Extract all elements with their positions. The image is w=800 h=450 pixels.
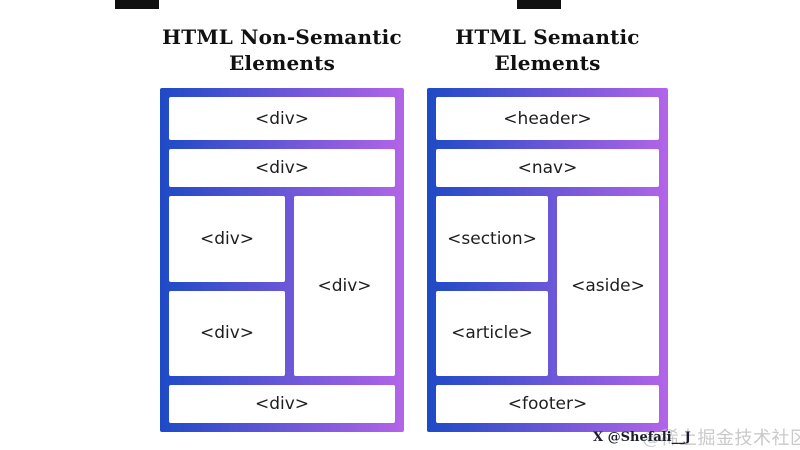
non-semantic-title-line1: HTML Non-Semantic — [162, 25, 402, 49]
semantic-box-header: <header> — [436, 97, 659, 140]
non-semantic-title-line2: Elements — [228, 51, 336, 75]
semantic-left-column: <section> <article> — [436, 196, 548, 376]
non-semantic-title: HTML Non-Semantic Elements — [160, 24, 404, 76]
author-credit: X @Shefali__J — [593, 430, 691, 445]
semantic-middle-area: <section> <article> <aside> — [436, 196, 659, 376]
semantic-title: HTML Semantic Elements — [427, 24, 668, 76]
non-semantic-box-nav: <div> — [169, 149, 395, 187]
community-watermark: @稀土掘金技术社区 — [642, 428, 800, 449]
non-semantic-left-column: <div> <div> — [169, 196, 285, 376]
semantic-title-line1: HTML Semantic — [455, 25, 640, 49]
non-semantic-diagram: <div> <div> <div> <div> <div> <div> — [160, 88, 404, 432]
semantic-box-footer: <footer> — [436, 385, 659, 423]
semantic-diagram: <header> <nav> <section> <article> <asid… — [427, 88, 668, 432]
non-semantic-box-section: <div> — [169, 196, 285, 282]
non-semantic-box-article: <div> — [169, 290, 285, 376]
cropped-image-fragment-left — [115, 0, 159, 9]
cropped-image-fragment-right — [517, 0, 561, 9]
non-semantic-box-aside: <div> — [294, 196, 395, 376]
non-semantic-box-footer: <div> — [169, 385, 395, 423]
non-semantic-box-top: <div> — [169, 97, 395, 140]
semantic-box-article: <article> — [436, 290, 548, 376]
semantic-box-aside: <aside> — [557, 196, 659, 376]
semantic-box-section: <section> — [436, 196, 548, 282]
non-semantic-middle-area: <div> <div> <div> — [169, 196, 395, 376]
semantic-title-line2: Elements — [494, 51, 601, 75]
semantic-box-nav: <nav> — [436, 149, 659, 187]
